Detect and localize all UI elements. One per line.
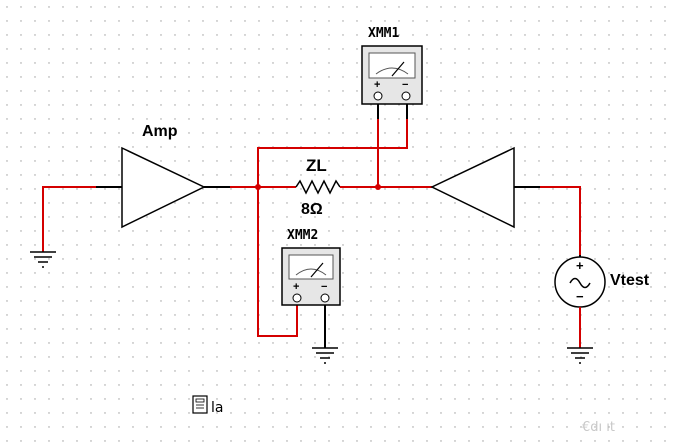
ground-icon: [567, 347, 593, 364]
amp-input-wire[interactable]: [42, 186, 96, 252]
plus-terminal[interactable]: [373, 91, 383, 101]
resistor-icon: [295, 179, 341, 195]
ground-icon: [30, 251, 56, 268]
vtest-source[interactable]: + −: [554, 256, 606, 308]
xmm1-multimeter[interactable]: + −: [361, 45, 423, 105]
meter-face: [288, 254, 334, 280]
minus-terminal[interactable]: [320, 293, 330, 303]
vtest-label: Vtest: [610, 272, 650, 289]
xmm1-plus: +: [374, 79, 380, 91]
amp-label: Amp: [142, 123, 178, 140]
load-resistor[interactable]: [295, 179, 341, 195]
xmm1-label: XMM1: [368, 26, 399, 41]
note-text: la: [211, 400, 223, 416]
ground-icon: [312, 347, 338, 364]
xmm2-multimeter[interactable]: + −: [281, 247, 341, 306]
xmm2-plus: +: [293, 281, 299, 293]
sine-symbol: [569, 277, 591, 289]
vtest-plus: +: [576, 258, 584, 273]
meter-face: [368, 52, 416, 79]
xmm2-plus-wire[interactable]: [257, 187, 298, 337]
note-icon[interactable]: [192, 395, 208, 414]
xmm2-minus: −: [321, 281, 327, 293]
meter-needle: [310, 262, 324, 278]
xmm1-minus: −: [402, 79, 408, 91]
xmm2-label: XMM2: [287, 228, 318, 243]
load-label: ZL: [306, 156, 327, 175]
vtest-minus: −: [576, 289, 584, 304]
load-value: 8Ω: [301, 201, 323, 218]
xmm1-minus-wire[interactable]: [257, 119, 408, 187]
vtest-plus-wire[interactable]: [540, 186, 581, 255]
meter-needle: [391, 61, 405, 77]
plus-terminal[interactable]: [292, 293, 302, 303]
minus-terminal[interactable]: [401, 91, 411, 101]
watermark: €dı ıt: [582, 420, 615, 435]
